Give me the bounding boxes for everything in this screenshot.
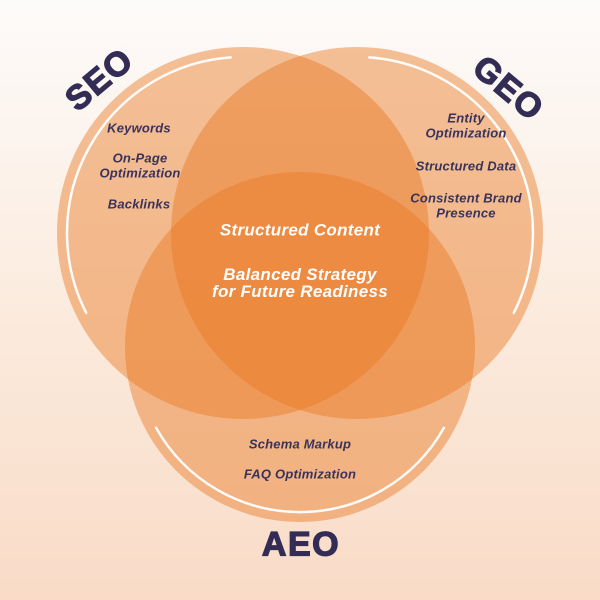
seo-item-backlinks: Backlinks [107, 196, 171, 212]
seo-white-arc [65, 56, 232, 315]
geo-white-arc [368, 56, 535, 315]
center-overlap-line2: Balanced Strategy for Future Readiness [211, 265, 389, 301]
geo-item-consistent-brand-presence: Consistent Brand Presence [410, 190, 522, 221]
center-overlap-line1: Structured Content [219, 220, 381, 240]
geo-item-structured-data: Structured Data [415, 158, 517, 174]
geo-item-entity-optimization: Entity Optimization [425, 110, 507, 141]
aeo-circle [125, 172, 475, 522]
aeo-item-schema-markup: Schema Markup [248, 436, 352, 452]
seo-item-onpage-optimization: On-Page Optimization [99, 150, 181, 181]
seo-item-keywords: Keywords [107, 120, 171, 136]
aeo-item-faq-optimization: FAQ Optimization [243, 466, 357, 482]
aeo-white-arc [154, 426, 446, 514]
aeo-title: AEO [261, 525, 341, 564]
geo-circle [171, 47, 543, 419]
seo-circle [57, 47, 429, 419]
